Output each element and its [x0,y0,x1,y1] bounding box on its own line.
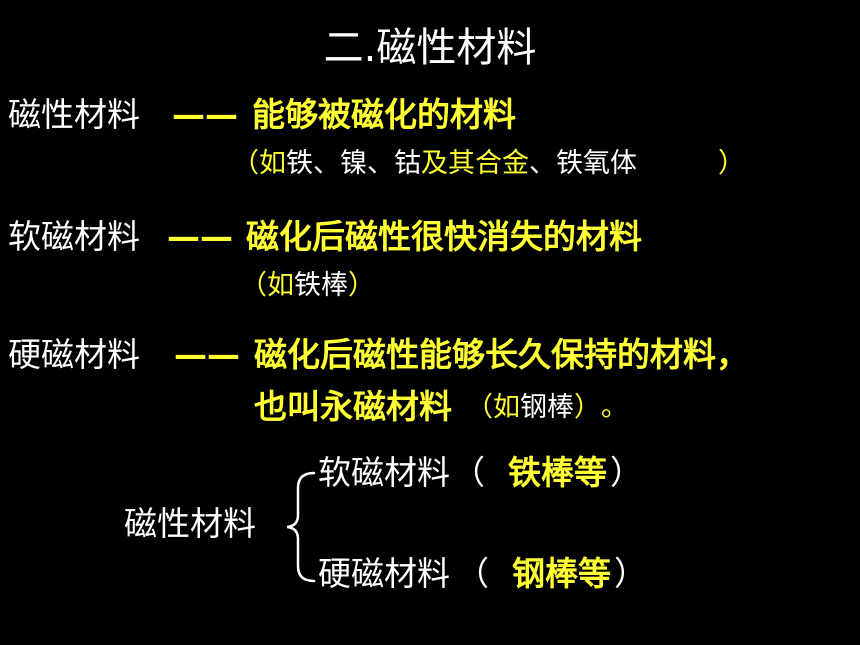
note-example-ferrite: 、铁氧体 [529,148,637,179]
term: 磁性材料 [8,95,140,134]
note-end: 。 [601,392,628,423]
dash: —— [167,217,233,256]
branch-name: 硬磁材料 [318,554,450,593]
branch-close: ） [614,554,647,593]
note-example: 铁棒 [294,270,348,301]
brace-icon [286,471,316,583]
classification-root: 磁性材料 [124,504,256,543]
branch-open: （ [456,554,489,593]
definition-continued: 也叫永磁材料 [254,387,452,426]
note-open: （ [466,392,493,423]
note-example-prefix: 如 [259,148,286,179]
dash: —— [174,335,240,374]
note-close: ） [348,270,375,301]
note-close: ） [574,392,601,423]
branch-close: ） [610,453,643,492]
note-example: 钢棒 [520,392,574,423]
note-open: （ [232,148,259,179]
note-example-prefix: 如 [267,270,294,301]
definition: 磁化后磁性能够长久保持的材料， [254,335,749,374]
note-example-alloys: 及其合金 [421,148,529,179]
dash: —— [172,95,238,134]
branch-example: 铁棒等 [508,453,607,492]
note-close: ） [718,148,745,179]
term: 软磁材料 [8,217,140,256]
note-example-metals: 铁、镍、钴 [286,148,421,179]
definition: 能够被磁化的材料 [252,95,516,134]
page-title: 二.磁性材料 [323,25,537,71]
note-open: （ [240,270,267,301]
definition: 磁化后磁性很快消失的材料 [246,217,642,256]
note-example-prefix: 如 [493,392,520,423]
term: 硬磁材料 [8,335,140,374]
branch-name: 软磁材料 [318,453,450,492]
branch-open: （ [452,453,485,492]
branch-example: 钢棒等 [512,554,611,593]
